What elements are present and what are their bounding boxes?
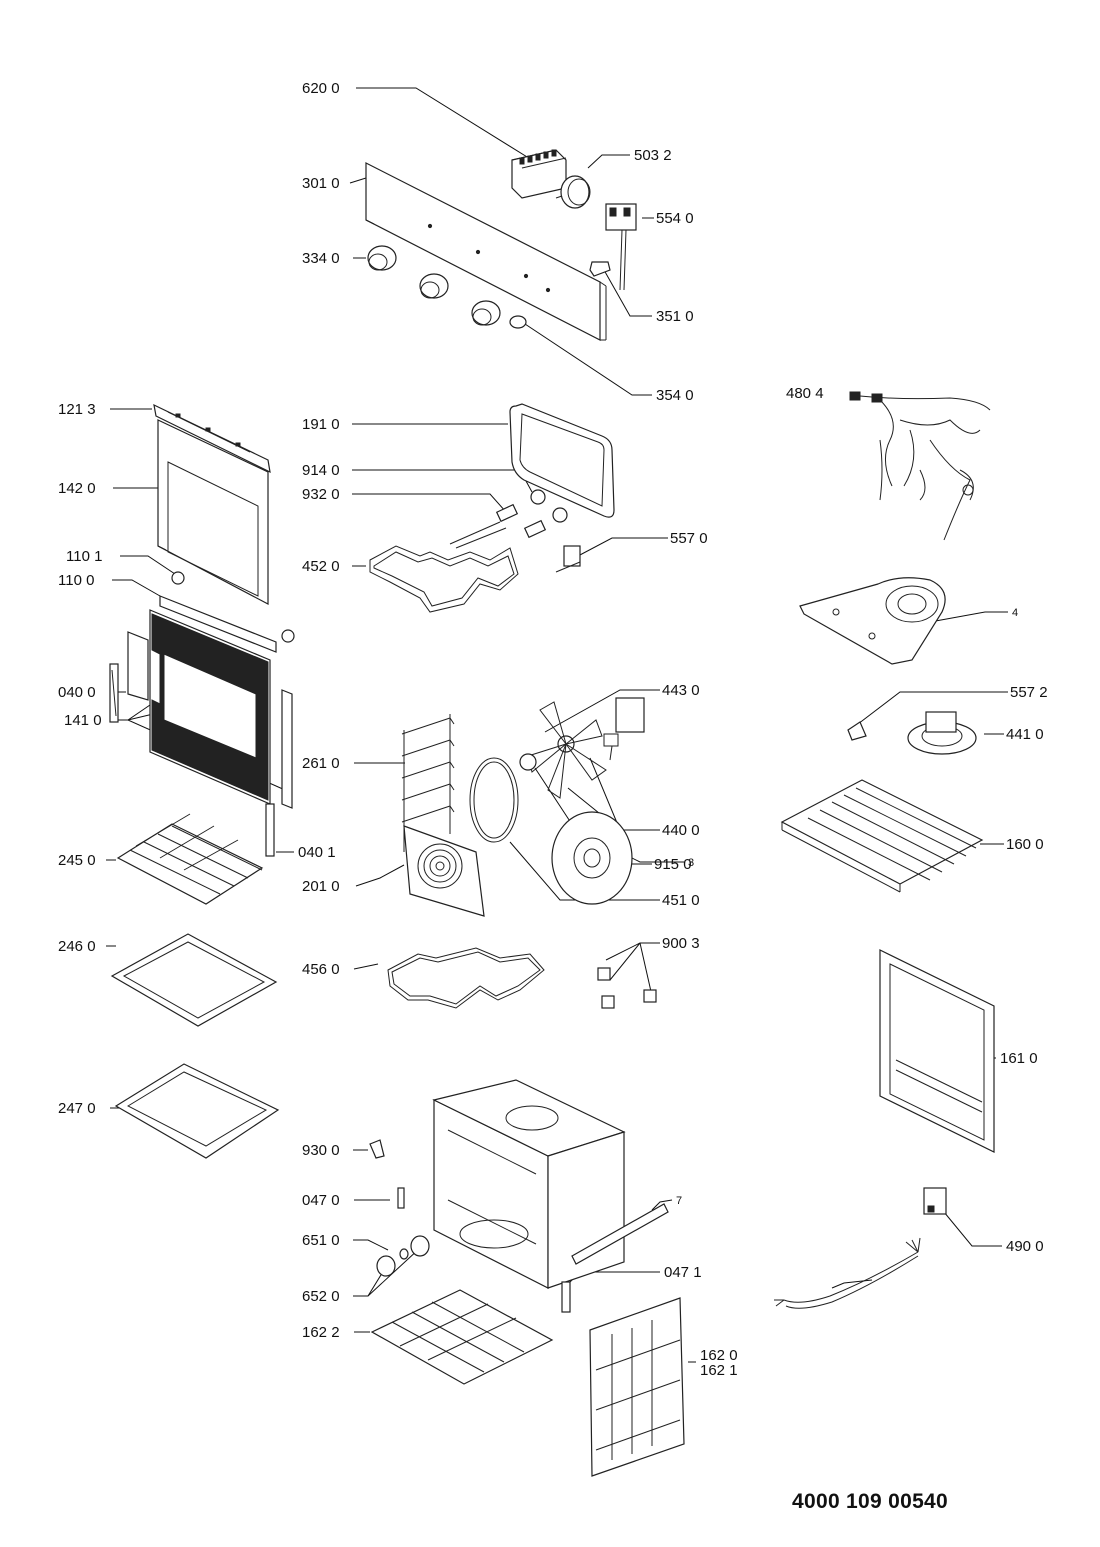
fan-ring	[469, 757, 519, 843]
callout-557-0: 557 0	[670, 530, 708, 547]
bottom-panel	[370, 1289, 554, 1385]
callout-441-0: 441 0	[1006, 726, 1044, 743]
callout-246-0: 246 0	[58, 938, 96, 955]
callout-110-1: 110 1	[66, 548, 102, 565]
callout-162-1: 162 1	[700, 1362, 738, 1379]
callout-161-0: 161 0	[1000, 1050, 1038, 1067]
callout-7: 7	[676, 1195, 682, 1207]
wiring-harness	[849, 391, 991, 541]
callout-900-3: 900 3	[662, 935, 700, 952]
fan-clip-and-motor	[847, 711, 977, 755]
inner-door-glass	[127, 609, 293, 809]
control-knobs	[367, 245, 501, 326]
rear-panel	[589, 1297, 685, 1477]
callout-443-0: 443 0	[662, 682, 700, 699]
terminal-block	[511, 149, 567, 199]
door-top-profile	[153, 403, 271, 474]
document-number: 4000 109 00540	[792, 1490, 949, 1513]
callout-110-0: 110 0	[58, 572, 94, 589]
callout-labels: 620 0 503 2 301 0 554 0 334 0 351 0 354 …	[58, 80, 1048, 1379]
callout-915-0: 915 0	[654, 856, 692, 873]
callout-440-0: 440 0	[662, 822, 700, 839]
top-heating-element	[369, 521, 519, 613]
callout-930-0: 930 0	[302, 1142, 340, 1159]
callout-620-0: 620 0	[302, 80, 340, 97]
callout-4: 4	[1012, 607, 1018, 619]
side-rail	[571, 1203, 669, 1265]
callout-301-0: 301 0	[302, 175, 340, 192]
door-gasket	[509, 403, 615, 518]
callout-047-0: 047 0	[302, 1192, 340, 1209]
callout-142-0: 142 0	[58, 480, 96, 497]
baking-tray	[110, 933, 278, 1027]
connector-557-0	[555, 545, 581, 573]
cooling-fan-cover	[799, 577, 946, 665]
lamp-parts	[495, 489, 568, 539]
callout-040-1: 040 1	[298, 844, 336, 861]
callout-456-0: 456 0	[302, 961, 340, 978]
callout-503-2: 503 2	[634, 147, 672, 164]
callout-3: 3	[688, 857, 694, 869]
thermostat	[605, 203, 637, 291]
callout-141-0: 141 0	[64, 712, 102, 729]
side-panel	[879, 949, 995, 1153]
oven-cavity	[432, 1079, 626, 1289]
callout-480-4: 480 4	[786, 385, 824, 402]
callout-354-0: 354 0	[656, 387, 694, 404]
power-cable	[774, 1187, 947, 1309]
callout-452-0: 452 0	[302, 558, 340, 575]
panel-small-parts	[509, 261, 611, 329]
control-panel	[365, 162, 607, 341]
callout-261-0: 261 0	[302, 755, 340, 772]
top-cover	[780, 779, 984, 893]
callout-490-0: 490 0	[1006, 1238, 1044, 1255]
callout-932-0: 932 0	[302, 486, 340, 503]
callout-245-0: 245 0	[58, 852, 96, 869]
timer-knob	[555, 175, 591, 209]
callout-451-0: 451 0	[662, 892, 700, 909]
callout-162-0: 162 0	[700, 1347, 738, 1364]
callout-121-3: 121 3	[58, 401, 96, 418]
callout-914-0: 914 0	[302, 462, 340, 479]
callout-334-0: 334 0	[302, 250, 340, 267]
sensor-047-1	[561, 1281, 571, 1313]
callout-191-0: 191 0	[302, 416, 340, 433]
callout-651-0: 651 0	[302, 1232, 340, 1249]
clips	[597, 967, 657, 1009]
callout-201-0: 201 0	[302, 878, 340, 895]
rear-fan-panel	[403, 825, 485, 917]
fan-motor	[603, 697, 645, 761]
part-drawings	[109, 149, 995, 1477]
callout-247-0: 247 0	[58, 1100, 96, 1117]
callout-047-1: 047 1	[664, 1264, 702, 1281]
fan-cover-plate	[551, 811, 633, 905]
door-hinge-right	[265, 803, 275, 857]
callout-351-0: 351 0	[656, 308, 694, 325]
ring-heating-element	[387, 947, 545, 1009]
callout-160-0: 160 0	[1006, 836, 1044, 853]
deep-baking-tray	[114, 1063, 280, 1159]
callout-557-2: 557 2	[1010, 684, 1048, 701]
wire-shelf	[116, 813, 264, 905]
fan-blade	[519, 701, 607, 799]
door-bottom-profile	[159, 571, 295, 653]
callout-554-0: 554 0	[656, 210, 694, 227]
callout-652-0: 652 0	[302, 1288, 340, 1305]
door-hinge-left	[109, 663, 119, 723]
small-fittings	[369, 1139, 430, 1277]
callout-040-0: 040 0	[58, 684, 96, 701]
outer-door-glass	[157, 419, 269, 605]
callout-162-2: 162 2	[302, 1324, 340, 1341]
